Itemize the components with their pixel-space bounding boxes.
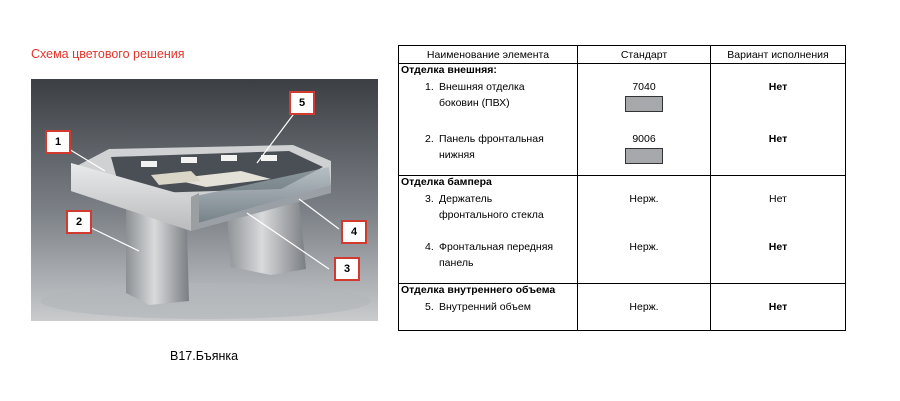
color-spec-table: Наименование элемента Стандарт Вариант и… [398, 45, 846, 331]
section-title: Отделка внешняя: [398, 63, 578, 79]
variant-value: Нет [710, 299, 846, 331]
standard-value: Нерж. [577, 299, 711, 331]
color-swatch [625, 96, 663, 112]
showcase-illustration [31, 79, 378, 321]
item-label: Внешняя отделка боковин (ПВХ) [439, 81, 525, 109]
product-photo [31, 79, 378, 321]
callout-1: 1 [45, 130, 71, 154]
variant-value: Нет [710, 79, 846, 131]
standard-value: Нерж. [577, 191, 711, 239]
color-swatch [625, 148, 663, 164]
variant-value: Нет [710, 131, 846, 176]
table-row: 5.Внутренний объем Нерж. Нет [398, 299, 846, 331]
item-label: Фронтальная передняя панель [439, 241, 554, 269]
product-caption: В17.Бъянка [170, 349, 239, 363]
header-element-name: Наименование элемента [398, 45, 578, 64]
table-row: 1.Внешняя отделка боковин (ПВХ) 7040 Нет [398, 79, 846, 131]
color-code: 7040 [632, 81, 656, 93]
table-row: 3.Держатель фронтального стекла Нерж. Не… [398, 191, 846, 239]
table-row: 2.Панель фронтальная нижняя 9006 Нет [398, 131, 846, 176]
variant-value: Нет [710, 239, 846, 284]
table-row: 4.Фронтальная передняя панель Нерж. Нет [398, 239, 846, 284]
callout-2: 2 [66, 210, 92, 234]
variant-value: Нет [710, 191, 846, 239]
section-title: Отделка бампера [398, 175, 578, 191]
section-title: Отделка внутреннего объема [398, 283, 578, 299]
color-scheme-heading: Схема цветового решения [31, 47, 185, 61]
item-label: Панель фронтальная нижняя [439, 133, 544, 161]
callout-4: 4 [341, 220, 367, 244]
header-standard: Стандарт [577, 45, 711, 64]
callout-5: 5 [289, 91, 315, 115]
color-code: 9006 [632, 133, 656, 145]
header-variant: Вариант исполнения [710, 45, 846, 64]
standard-value: Нерж. [577, 239, 711, 284]
item-label: Держатель фронтального стекла [439, 193, 544, 221]
callout-3: 3 [334, 257, 360, 281]
item-label: Внутренний объем [439, 301, 531, 313]
